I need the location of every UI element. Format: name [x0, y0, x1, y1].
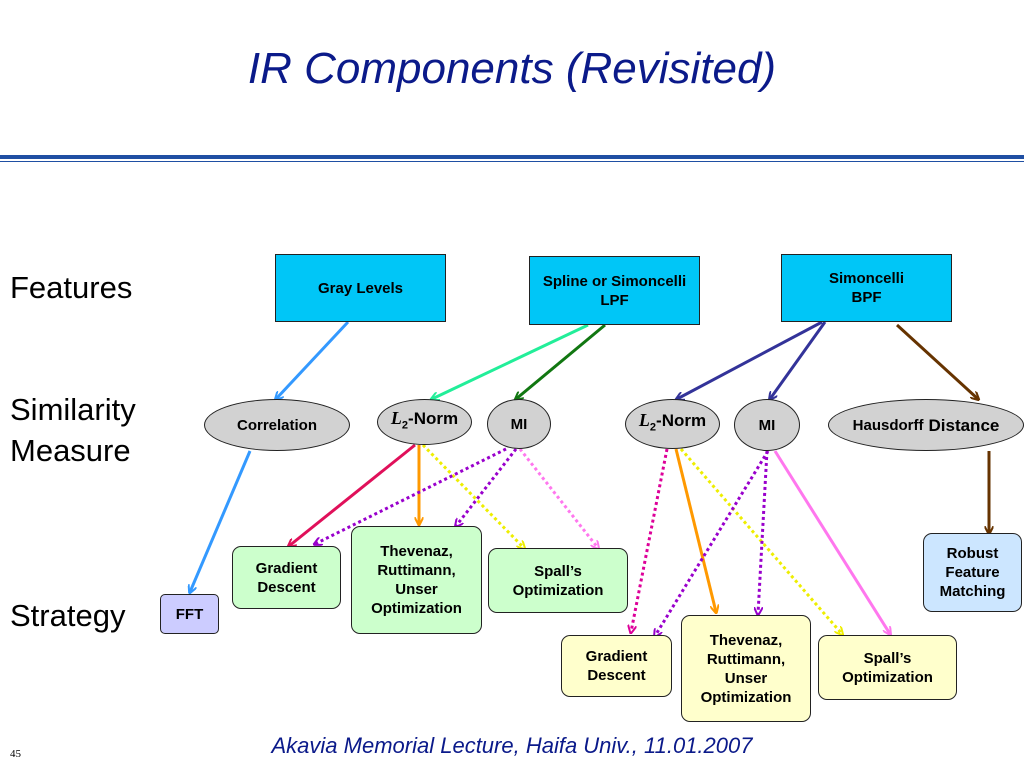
measure-mi-2: MI	[734, 399, 800, 451]
measure-hausdorff-part2: Distance	[928, 415, 1000, 435]
strategy-robust-line2: Feature	[945, 564, 1000, 581]
title-divider	[0, 155, 1024, 159]
feature-spline-lpf: Spline or Simoncelli LPF	[529, 256, 700, 325]
strategy-thevenaz-line4: Optimization	[371, 600, 462, 617]
measure-correlation-label: Correlation	[236, 416, 317, 434]
title-divider-thin	[0, 161, 1024, 162]
measure-l2-norm-2-label: L2-Norm	[638, 409, 707, 434]
page-number: 45	[10, 748, 21, 760]
measure-mi-2-label: MI	[758, 416, 776, 434]
feature-spline-line1: Spline or Simoncelli	[542, 272, 687, 290]
measure-correlation: Correlation	[204, 399, 350, 451]
strategy-spall-line1: Spall’s	[534, 562, 582, 580]
arrow-mi2-to-thevenaz	[758, 450, 769, 614]
strategy-gradient-descent-2: Gradient Descent	[561, 635, 672, 697]
strategy-gradient-line2: Descent	[257, 578, 316, 596]
measure-hausdorff-part1: Hausdorff	[852, 416, 924, 434]
arrow-mi2-to-gradient	[655, 450, 770, 636]
arrow-l2norm-to-spall	[421, 443, 524, 548]
arrow-spline-to-l2norm	[432, 323, 589, 399]
feature-spline-line2: LPF	[600, 291, 629, 309]
feature-simoncelli-bpf: Simoncelli BPF	[781, 254, 952, 322]
arrow-graylevels-to-correlation	[276, 320, 350, 399]
arrow-simoncelli-to-hausdorff	[895, 323, 978, 399]
row-label-features: Features	[10, 270, 133, 305]
row-label-strategy: Strategy	[10, 598, 126, 633]
strategy-thevenaz-2-line2: Ruttimann,	[706, 650, 786, 668]
arrow-simoncelli-to-mi	[770, 321, 827, 399]
arrow-l2norm-to-gradient	[289, 443, 416, 546]
arrow-l2norm2-to-thevenaz	[674, 448, 716, 612]
arrow-simoncelli-to-l2norm	[677, 320, 823, 399]
strategy-thevenaz-line1: Thevenaz,	[380, 543, 453, 560]
strategy-gradient-line1: Gradient	[255, 559, 318, 577]
measure-l2-norm-label: L2-Norm	[390, 407, 459, 432]
slide-title: IR Components (Revisited)	[247, 44, 777, 93]
strategy-spall-2-line2: Optimization	[842, 668, 933, 686]
strategy-thevenaz-line2: Ruttimann,	[377, 562, 456, 579]
measure-hausdorff-distance: Hausdorff Distance	[828, 399, 1024, 451]
strategy-thevenaz-2-line4: Optimization	[700, 688, 792, 706]
slide-footer: Akavia Memorial Lecture, Haifa Univ., 11…	[271, 733, 753, 758]
arrow-correlation-to-fft	[190, 450, 252, 592]
strategy-gradient-2-line2: Descent	[587, 667, 646, 684]
row-label-measure: Measure	[10, 433, 131, 468]
strategy-thevenaz-2-line3: Unser	[724, 669, 768, 687]
row-label-similarity: Similarity	[10, 392, 136, 427]
strategy-thevenaz-line3: Unser	[395, 581, 438, 598]
strategy-fft-label: FFT	[175, 605, 204, 623]
measure-l2-norm-2: L2-Norm	[625, 399, 720, 449]
arrow-mi-to-spall	[518, 448, 598, 548]
strategy-thevenaz-optimization: Thevenaz, Ruttimann, Unser Optimization	[351, 526, 482, 634]
measure-mi: MI	[487, 399, 551, 449]
strategy-robust-feature-matching: Robust Feature Matching	[923, 533, 1022, 612]
feature-simoncelli-line1: Simoncelli	[828, 270, 905, 287]
strategy-robust-line3: Matching	[939, 583, 1006, 600]
strategy-spall-line2: Optimization	[512, 581, 604, 599]
feature-gray-levels: Gray Levels	[275, 254, 446, 322]
strategy-robust-line1: Robust	[946, 545, 999, 562]
measure-mi-label: MI	[510, 415, 528, 433]
arrow-mi-to-thevenaz	[456, 448, 518, 526]
strategy-spall-optimization-2: Spall’s Optimization	[818, 635, 957, 700]
strategy-thevenaz-2-line1: Thevenaz,	[709, 631, 783, 649]
strategy-thevenaz-optimization-2: Thevenaz, Ruttimann, Unser Optimization	[681, 615, 811, 722]
strategy-fft: FFT	[160, 594, 219, 634]
arrow-spline-to-mi	[516, 323, 606, 399]
feature-simoncelli-line2: BPF	[851, 289, 882, 306]
feature-gray-levels-label: Gray Levels	[317, 279, 404, 297]
strategy-spall-2-line1: Spall’s	[863, 649, 912, 667]
measure-l2-norm: L2-Norm	[377, 399, 472, 445]
strategy-gradient-descent: Gradient Descent	[232, 546, 341, 609]
strategy-spall-optimization: Spall’s Optimization	[488, 548, 628, 613]
strategy-gradient-2-line1: Gradient	[585, 648, 648, 665]
arrow-mi2-to-spall	[773, 450, 890, 634]
arrow-l2norm2-to-gradient	[631, 448, 669, 632]
